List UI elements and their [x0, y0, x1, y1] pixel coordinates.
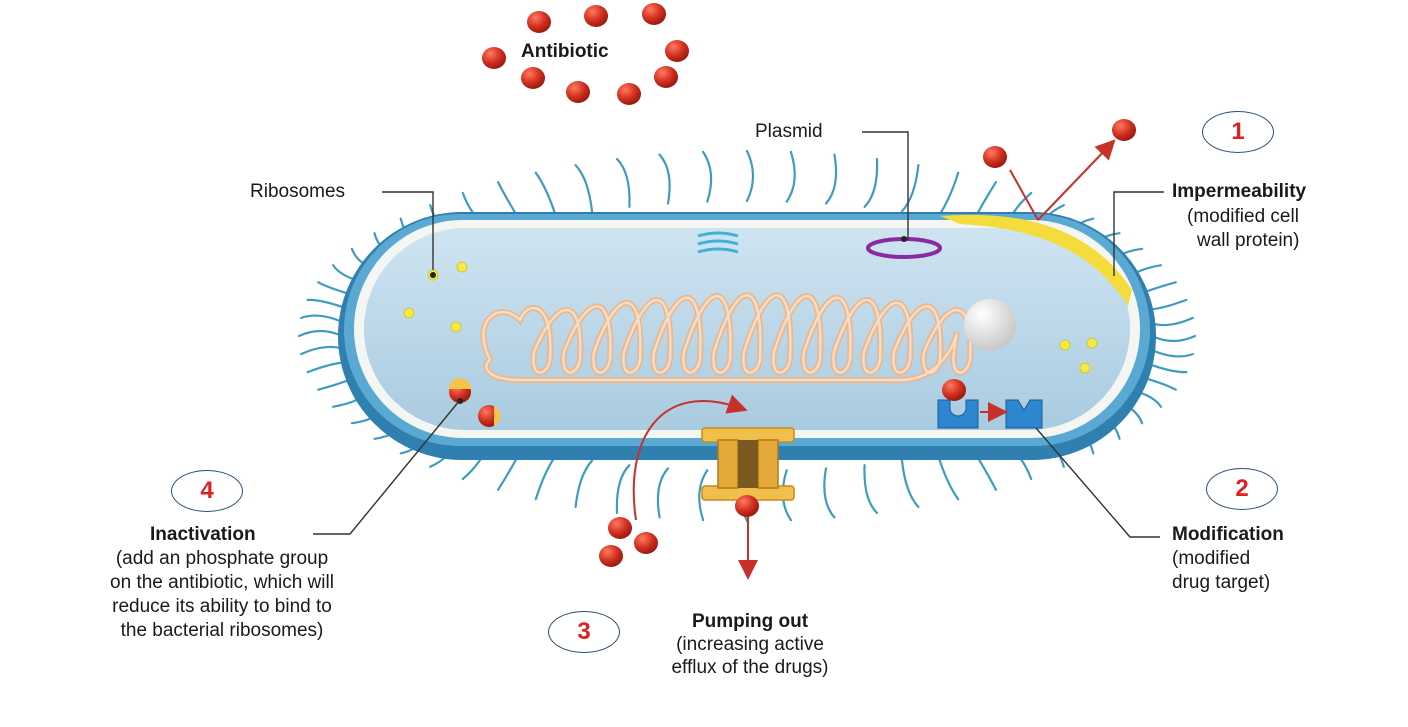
- modification-desc-line2: drug target): [1172, 572, 1271, 593]
- inactivated-antibiotic: [449, 378, 501, 427]
- antibiotic-ball: [482, 47, 506, 69]
- deflect-arrow-out: [1037, 139, 1116, 221]
- antibiotic-ball: [642, 3, 666, 25]
- deflect-arrow-in: [1009, 169, 1039, 221]
- antibiotic-ball: [735, 495, 759, 517]
- antibiotic-molecules: [482, 3, 1136, 567]
- badge-3: 3: [548, 611, 620, 653]
- antibiotic-ball: [521, 67, 545, 89]
- modification-title: Modification: [1172, 524, 1284, 545]
- antibiotic-ball: [584, 5, 608, 27]
- pumping-title: Pumping out: [691, 611, 809, 632]
- influx-arrow: [632, 394, 748, 521]
- antibiotic-ball: [527, 11, 551, 33]
- drug-target-modification: [937, 399, 1043, 429]
- inactivation-desc-line3: reduce its ability to bind to: [112, 596, 332, 617]
- plasmid-label: Plasmid: [755, 121, 823, 142]
- antibiotic-ball: [566, 81, 590, 103]
- modified-wall-protein: [940, 214, 1132, 306]
- mesosome-icon: [697, 231, 739, 254]
- antibiotic-ball: [617, 83, 641, 105]
- inactivation-desc-line4: the bacterial ribosomes): [120, 620, 324, 641]
- leader-lines: [313, 131, 1164, 538]
- impermeability-desc-line1: (modified cell: [1187, 206, 1299, 227]
- antibiotic-ball: [665, 40, 689, 62]
- dna-nucleoid: [480, 292, 974, 383]
- pumping-desc-line1: (increasing active: [676, 634, 824, 655]
- inactivation-desc-line1: (add an phosphate group: [115, 548, 329, 569]
- pumping-desc-line2: efflux of the drugs): [671, 657, 829, 678]
- antibiotic-ball: [942, 379, 966, 401]
- badge-1: 1: [1202, 111, 1274, 153]
- antibiotic-ball: [608, 517, 632, 539]
- inactivation-title: Inactivation: [150, 524, 256, 545]
- modification-desc-line1: (modified: [1172, 548, 1251, 569]
- antibiotic-ball: [654, 66, 678, 88]
- badge-4: 4: [171, 470, 243, 512]
- antibiotic-ball: [983, 146, 1007, 168]
- storage-granule: [964, 299, 1016, 351]
- antibiotic-label: Antibiotic: [521, 41, 609, 62]
- inactivation-desc-line2: on the antibiotic, which will: [110, 572, 334, 593]
- antibiotic-ball: [634, 532, 658, 554]
- impermeability-title: Impermeability: [1172, 181, 1307, 202]
- badge-2: 2: [1206, 468, 1278, 510]
- antibiotic-ball: [599, 545, 623, 567]
- antibiotic-ball: [1112, 119, 1136, 141]
- impermeability-desc-line2: wall protein): [1197, 230, 1300, 251]
- ribosomes-label: Ribosomes: [250, 181, 346, 202]
- efflux-pump: [701, 427, 795, 501]
